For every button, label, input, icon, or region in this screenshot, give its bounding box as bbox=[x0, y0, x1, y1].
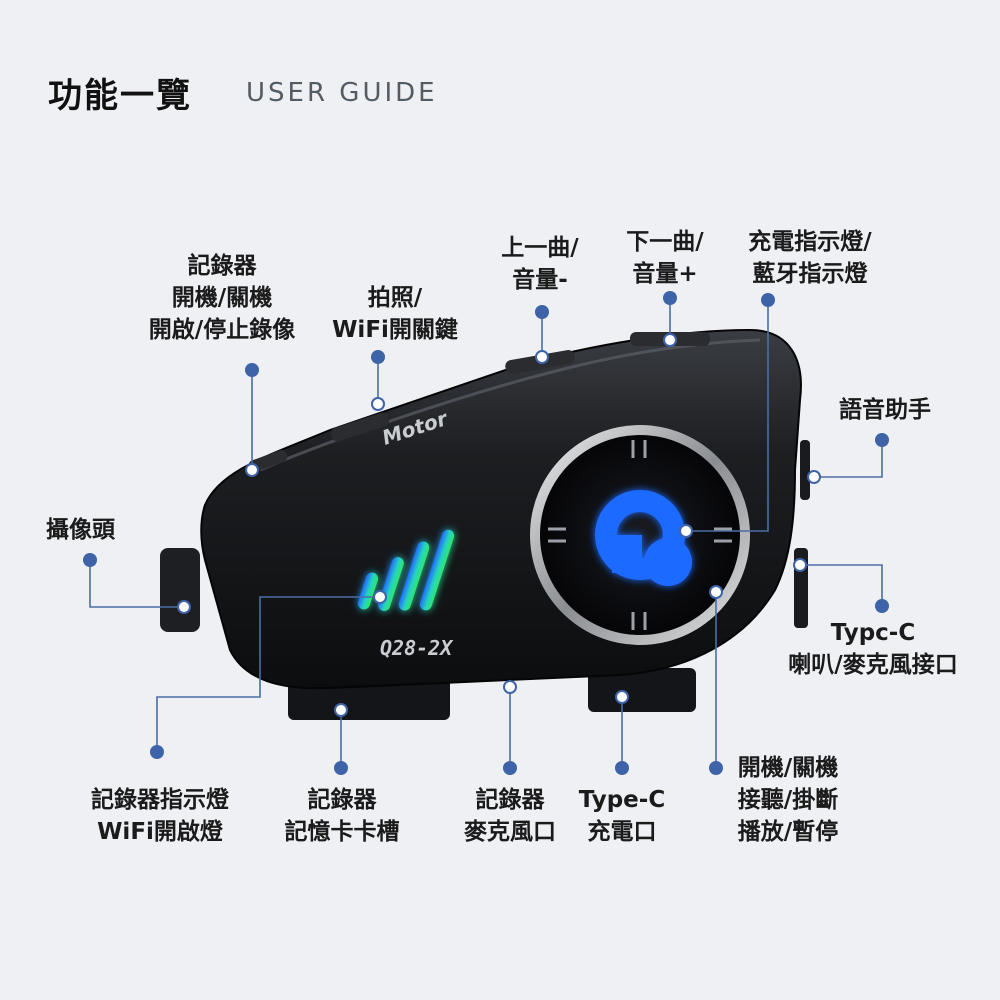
label-typec-audio: Typc-C 喇叭/麥克風接口 bbox=[788, 620, 958, 678]
control-dial bbox=[530, 425, 750, 645]
label-memory-slot: 記錄器 記憶卡卡槽 bbox=[284, 787, 400, 845]
label-next-track: 下一曲/ 音量+ bbox=[626, 229, 704, 287]
label-voice-assistant: 語音助手 bbox=[839, 397, 931, 423]
label-photo-wifi: 拍照/ WiFi開關鍵 bbox=[332, 285, 458, 343]
callout-lines bbox=[89, 298, 883, 768]
label-prev-track: 上一曲/ 音量- bbox=[501, 235, 579, 293]
callout-endpoints bbox=[177, 333, 821, 717]
label-charge-indicator: 充電指示燈/ 藍牙指示燈 bbox=[748, 229, 872, 287]
model-text: Q28-2X bbox=[380, 636, 454, 660]
label-recorder-indicator: 記錄器指示燈 WiFi開啟燈 bbox=[91, 787, 229, 845]
page-subtitle: USER GUIDE bbox=[246, 78, 438, 108]
callout-dots bbox=[83, 291, 889, 775]
label-recorder-power: 記錄器 開機/關機 開啟/停止錄像 bbox=[148, 253, 296, 343]
dial-logo-icon bbox=[595, 490, 692, 586]
label-recorder-mic: 記錄器 麥克風口 bbox=[464, 787, 556, 845]
page-title: 功能一覽 bbox=[48, 76, 192, 116]
label-camera: 攝像頭 bbox=[46, 517, 115, 543]
label-typec-charge: Type-C 充電口 bbox=[578, 787, 666, 845]
label-power-control: 開機/關機 接聽/掛斷 播放/暫停 bbox=[737, 755, 839, 845]
